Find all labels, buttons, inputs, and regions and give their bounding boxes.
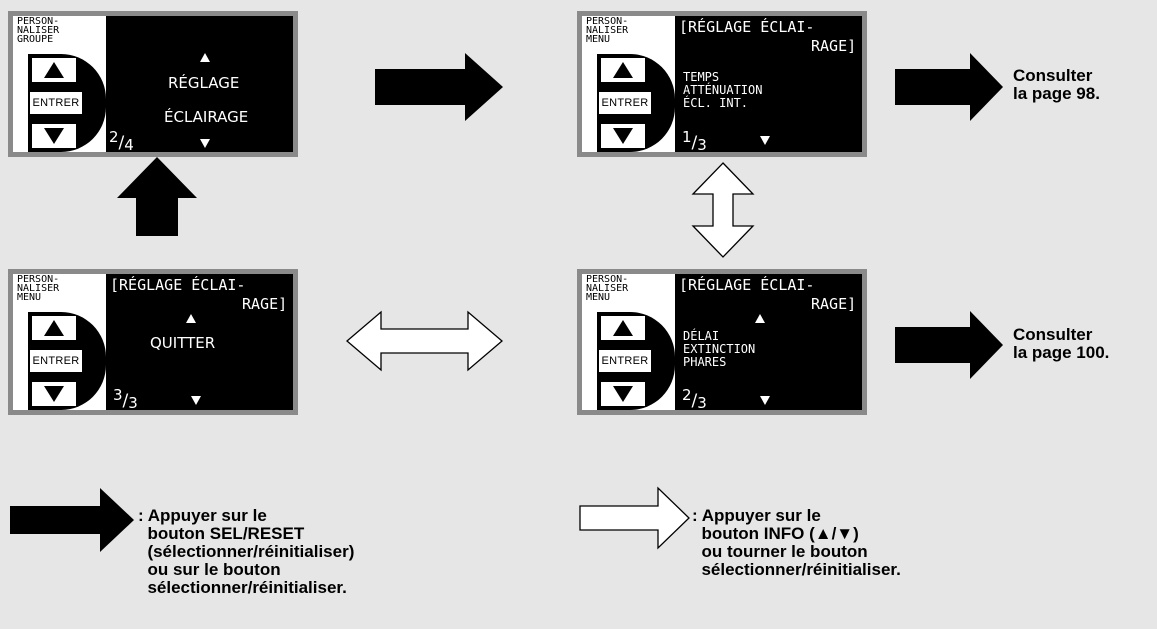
white-arrow-vertical-double xyxy=(691,162,755,258)
up-arrow-icon xyxy=(613,62,633,78)
enter-button: ENTRER xyxy=(597,348,653,374)
menu-line-3: PHARES xyxy=(683,355,727,369)
page-number: 2 xyxy=(109,128,119,146)
menu-line-1: DÉLAI xyxy=(683,329,720,343)
enter-button: ENTRER xyxy=(28,348,84,374)
black-arrow-to-page98 xyxy=(895,53,1003,121)
control-pad: ENTRER xyxy=(597,312,675,410)
legend-black-arrow xyxy=(10,488,134,552)
page-indicator: 2/4 xyxy=(109,128,134,154)
black-arrow-up xyxy=(117,157,197,236)
down-arrow-icon xyxy=(44,128,64,144)
menu-header-1: [RÉGLAGE ÉCLAI- xyxy=(110,276,246,294)
down-button xyxy=(601,124,645,148)
scroll-up-icon xyxy=(200,53,210,62)
page-indicator: 2/3 xyxy=(682,386,707,412)
down-button xyxy=(601,382,645,406)
black-arrow-right-top xyxy=(375,53,503,121)
page-total: 3 xyxy=(697,394,707,412)
control-pad: ENTRER xyxy=(28,54,106,152)
menu-header-2: RAGE] xyxy=(811,295,857,313)
up-button xyxy=(601,58,645,82)
scroll-down-icon xyxy=(760,396,770,405)
enter-button: ENTRER xyxy=(597,90,653,116)
side-panel: PERSON- NALISER GROUPE ENTRER xyxy=(13,16,106,152)
menu-line-1: QUITTER xyxy=(150,334,216,352)
scroll-up-icon xyxy=(755,314,765,323)
scroll-up-icon xyxy=(186,314,196,323)
side-label: PERSON- NALISER MENU xyxy=(17,274,60,303)
enter-button: ENTRER xyxy=(28,90,84,116)
page-number: 1 xyxy=(682,128,692,146)
menu-line-2: ATTÉNUATION xyxy=(683,83,763,97)
page-total: 3 xyxy=(697,136,707,154)
side-label: PERSON- NALISER MENU xyxy=(586,16,629,45)
white-arrow-horizontal-double xyxy=(345,310,504,372)
side-label: PERSON- NALISER GROUPE xyxy=(17,16,60,45)
scroll-down-icon xyxy=(191,396,201,405)
side-panel: PERSON- NALISER MENU ENTRER xyxy=(13,274,106,410)
menu-line-2: EXTINCTION xyxy=(683,342,756,356)
menu-line-1: RÉGLAGE xyxy=(168,74,240,92)
black-arrow-to-page100 xyxy=(895,311,1003,379)
control-pad: ENTRER xyxy=(597,54,675,152)
page-total: 3 xyxy=(128,394,138,412)
up-arrow-icon xyxy=(44,320,64,336)
side-panel: PERSON- NALISER MENU ENTRER xyxy=(582,16,675,152)
side-label: PERSON- NALISER MENU xyxy=(586,274,629,303)
scroll-down-icon xyxy=(200,139,210,148)
down-arrow-icon xyxy=(44,386,64,402)
up-arrow-icon xyxy=(44,62,64,78)
menu-line-1: TEMPS xyxy=(683,70,720,84)
down-button xyxy=(32,124,76,148)
legend-black-arrow-text: : Appuyer sur le bouton SEL/RESET (sélec… xyxy=(138,506,355,597)
menu-header-2: RAGE] xyxy=(242,295,288,313)
page-number: 2 xyxy=(682,386,692,404)
menu-header-2: RAGE] xyxy=(811,37,857,55)
control-pad: ENTRER xyxy=(28,312,106,410)
side-panel: PERSON- NALISER MENU ENTRER xyxy=(582,274,675,410)
menu-line-3: ÉCL. INT. xyxy=(683,96,749,110)
screen-delai-extinction: PERSON- NALISER MENU ENTRER [RÉGLAGE ÉCL… xyxy=(577,269,867,415)
page-number: 3 xyxy=(113,386,123,404)
screen-quitter: PERSON- NALISER MENU ENTRER [RÉGLAGE ÉCL… xyxy=(8,269,298,415)
up-button xyxy=(601,316,645,340)
reference-page-98: Consulter la page 98. xyxy=(1013,66,1100,103)
down-button xyxy=(32,382,76,406)
page-total: 4 xyxy=(124,136,134,154)
reference-page-100: Consulter la page 100. xyxy=(1013,325,1110,362)
menu-header-1: [RÉGLAGE ÉCLAI- xyxy=(679,276,815,294)
screen-personaliser-groupe: PERSON- NALISER GROUPE ENTRER RÉGLAGE ÉC… xyxy=(8,11,298,157)
screen-temps-attenuation: PERSON- NALISER MENU ENTRER [RÉGLAGE ÉCL… xyxy=(577,11,867,157)
up-button xyxy=(32,316,76,340)
down-arrow-icon xyxy=(613,386,633,402)
page-indicator: 1/3 xyxy=(682,128,707,154)
down-arrow-icon xyxy=(613,128,633,144)
menu-line-2: ÉCLAIRAGE xyxy=(164,108,249,126)
up-button xyxy=(32,58,76,82)
menu-header-1: [RÉGLAGE ÉCLAI- xyxy=(679,18,815,36)
scroll-down-icon xyxy=(760,136,770,145)
up-arrow-icon xyxy=(613,320,633,336)
legend-white-arrow-text: : Appuyer sur le bouton INFO (▲/▼) ou to… xyxy=(692,506,901,579)
legend-white-arrow xyxy=(579,486,690,550)
page-indicator: 3/3 xyxy=(113,386,138,412)
